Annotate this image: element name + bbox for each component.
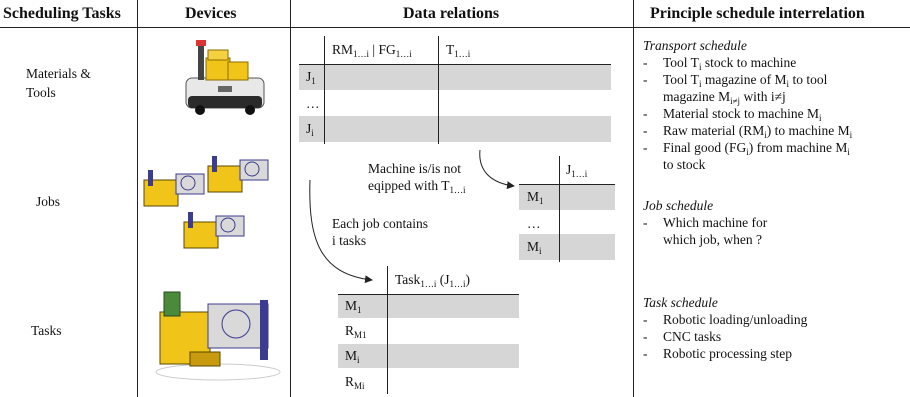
column-divider-2: [290, 0, 291, 397]
note-machine-equipped: Machine is/is not eqipped with T1…i: [368, 161, 466, 195]
transport-item-3: Material stock to machine Mi: [643, 105, 908, 123]
table2-row-ellipsis: …: [527, 216, 541, 231]
table3-band-row1: [338, 294, 519, 318]
table2-header-line: [519, 184, 615, 185]
table3-band-row3: [338, 344, 519, 368]
table1-col-divider-2: [438, 36, 439, 144]
table2-col-jobs: J1…i: [566, 162, 588, 179]
column-divider-3: [633, 0, 634, 397]
table1-col-divider-1: [324, 36, 325, 144]
table3-col-task: Task1…i (J1…i): [395, 272, 470, 289]
table1-band-row1: [299, 64, 611, 90]
table2-band-row1: [519, 184, 615, 210]
table1-header-line: [299, 64, 611, 65]
header-scheduling-tasks: Scheduling Tasks: [3, 5, 121, 22]
note-job-contains: Each job contains i tasks: [332, 216, 428, 248]
task-schedule-item-2: CNC tasks: [643, 328, 908, 345]
task-schedule-title: Task schedule: [643, 295, 718, 310]
header-data-relations: Data relations: [403, 5, 500, 22]
table2-row-m1: M1: [527, 189, 544, 206]
transport-item-1: Tool Ti stock to machine: [643, 54, 908, 72]
row-label-materials-tools: Materials & Tools: [26, 66, 91, 100]
manufacturing-cell-icon: [155, 291, 281, 381]
manufacturing-cells-icon: [143, 156, 269, 249]
table1-row-ji: Ji: [306, 121, 314, 138]
task-schedule-item-3: Robotic processing step: [643, 345, 908, 362]
table1-col-rm-fg: RM1…i | FG1…i: [332, 42, 412, 59]
table1-band-row3: [299, 116, 611, 142]
transport-schedule-title: Transport schedule: [643, 38, 747, 53]
arrow-jobs-to-tasks: [309, 179, 373, 284]
table3-row-m1: M1: [345, 298, 362, 315]
arrow-machine-to-jobs: [479, 149, 515, 190]
row-label-jobs: Jobs: [36, 194, 61, 209]
header-principle: Principle schedule interrelation: [650, 5, 865, 22]
table2-band-row3: [519, 234, 615, 260]
table3-row-rmi: RMi: [345, 374, 365, 391]
table2-col-divider: [559, 156, 560, 262]
mobile-robot-agv-icon: [185, 40, 265, 115]
table1-row-ellipsis: …: [306, 96, 320, 111]
transport-item-4: Raw material (RMi) to machine Mi: [643, 122, 908, 140]
job-schedule-title: Job schedule: [643, 198, 714, 213]
task-schedule-item-1: Robotic loading/unloading: [643, 311, 908, 328]
table3-row-mi: Mi: [345, 348, 360, 365]
table2-row-mi: Mi: [527, 239, 542, 256]
header-underline: [0, 27, 910, 28]
table3-col-divider: [387, 266, 388, 394]
transport-schedule: Transport schedule Tool Ti stock to mach…: [643, 38, 908, 173]
task-schedule: Task schedule Robotic loading/unloading …: [643, 295, 908, 362]
header-devices: Devices: [185, 5, 237, 22]
row-label-tasks: Tasks: [31, 323, 62, 338]
table1-col-tools: T1…i: [446, 42, 471, 59]
table1-row-j1: J1: [306, 69, 316, 86]
column-divider-1: [137, 0, 138, 397]
table3-header-line: [338, 294, 519, 295]
table3-row-rm1: RM1: [345, 323, 367, 340]
